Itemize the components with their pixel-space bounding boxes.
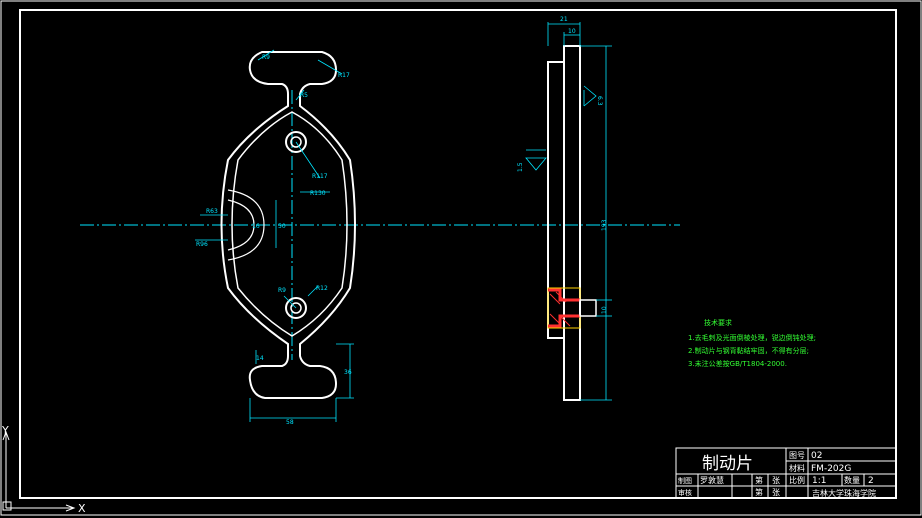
front-view <box>220 51 356 399</box>
drawn-label: 制图 <box>678 476 692 485</box>
side-dimension-text: 21 10 193 10 6.3 1.5 <box>517 16 608 314</box>
tech-item-2: 2.制动片与钢背黏结牢固，不得有分层; <box>688 346 809 355</box>
dim-top-right-r: R17 <box>338 72 350 79</box>
rivet-hole-bottom <box>285 297 307 319</box>
dim-bottom-width: 58 <box>286 419 294 426</box>
dim-bottom-r: R9 <box>278 287 286 294</box>
drawing-no-label: 图号 <box>789 451 805 460</box>
sheet-label-2: 第 <box>755 487 763 497</box>
tech-requirements: 技术要求 1.去毛刺及光面倒棱处理，锐边倒钝处理; 2.制动片与钢背黏结牢固，不… <box>688 318 816 368</box>
tech-item-3: 3.未注公差按GB/T1804-2000. <box>688 359 787 368</box>
dim-hole-top: R5 <box>300 92 308 99</box>
rivet-hole-top <box>285 131 307 153</box>
dim-inner-r1: R117 <box>312 173 328 180</box>
tech-item-1: 1.去毛刺及光面倒棱处理，锐边倒钝处理; <box>688 333 816 342</box>
side-dimensions <box>525 22 612 401</box>
sheet-unit-1: 张 <box>772 476 780 485</box>
dim-side-height: 193 <box>601 219 608 231</box>
side-view <box>547 45 581 401</box>
rivet-section <box>547 287 597 329</box>
front-dimensions <box>195 49 354 422</box>
title-block <box>675 447 897 499</box>
dim-vert-1: 16 <box>252 223 260 230</box>
rivet-hole-top-inner <box>290 136 302 148</box>
drawing-no: 02 <box>811 451 822 461</box>
qty-label: 数量 <box>844 475 860 485</box>
school-name: 吉林大学珠海学院 <box>812 488 876 498</box>
material: FM-202G <box>811 464 851 474</box>
dim-right-height: 36 <box>344 369 352 376</box>
dim-bottom-r2: R12 <box>316 285 328 292</box>
dim-center-1: R63 <box>206 208 218 215</box>
scale-label: 比例 <box>789 475 805 485</box>
rivet-hole-bottom-inner <box>290 302 302 314</box>
dim-top-r: R9 <box>262 54 270 61</box>
dim-side-top-2: 10 <box>568 28 576 35</box>
dim-left-small: 14 <box>256 355 264 362</box>
dim-side-hole: 10 <box>601 306 608 314</box>
backing-plate <box>563 45 581 401</box>
ucs-axis-icon <box>2 430 76 512</box>
dim-inner-r2: R130 <box>310 190 326 197</box>
groove-arc-outer <box>227 189 265 261</box>
sheet-unit-2: 张 <box>772 488 780 497</box>
sheet-label-1: 第 <box>755 475 763 485</box>
part-name: 制动片 <box>702 454 753 474</box>
pad-outline <box>220 51 356 399</box>
x-axis-label: X <box>78 502 86 515</box>
dim-side-top-1: 21 <box>560 16 568 23</box>
friction-outline <box>231 111 348 337</box>
drawn-by: 罗敦慧 <box>700 475 724 485</box>
dim-roughness-2: 1.5 <box>517 162 524 172</box>
y-axis-label: Y <box>1 424 9 437</box>
dim-roughness-1: 6.3 <box>596 96 603 106</box>
dim-vert-2: 50 <box>278 223 286 230</box>
material-label: 材料 <box>789 463 805 473</box>
check-label: 审核 <box>678 488 692 497</box>
scale: 1:1 <box>812 476 826 486</box>
friction-layer <box>547 61 565 339</box>
title-block-text: 制动片 图号 02 材料 FM-202G 制图 罗敦慧 第 张 比例 1:1 数… <box>678 451 876 498</box>
groove-arc-inner <box>227 199 255 251</box>
inner-frame <box>19 9 897 499</box>
tech-title: 技术要求 <box>704 318 732 327</box>
dim-center-2: R96 <box>196 241 208 248</box>
front-dimension-text: R9 R17 R5 R117 R130 R63 R96 16 50 R9 R12… <box>196 54 352 426</box>
qty: 2 <box>868 476 874 486</box>
